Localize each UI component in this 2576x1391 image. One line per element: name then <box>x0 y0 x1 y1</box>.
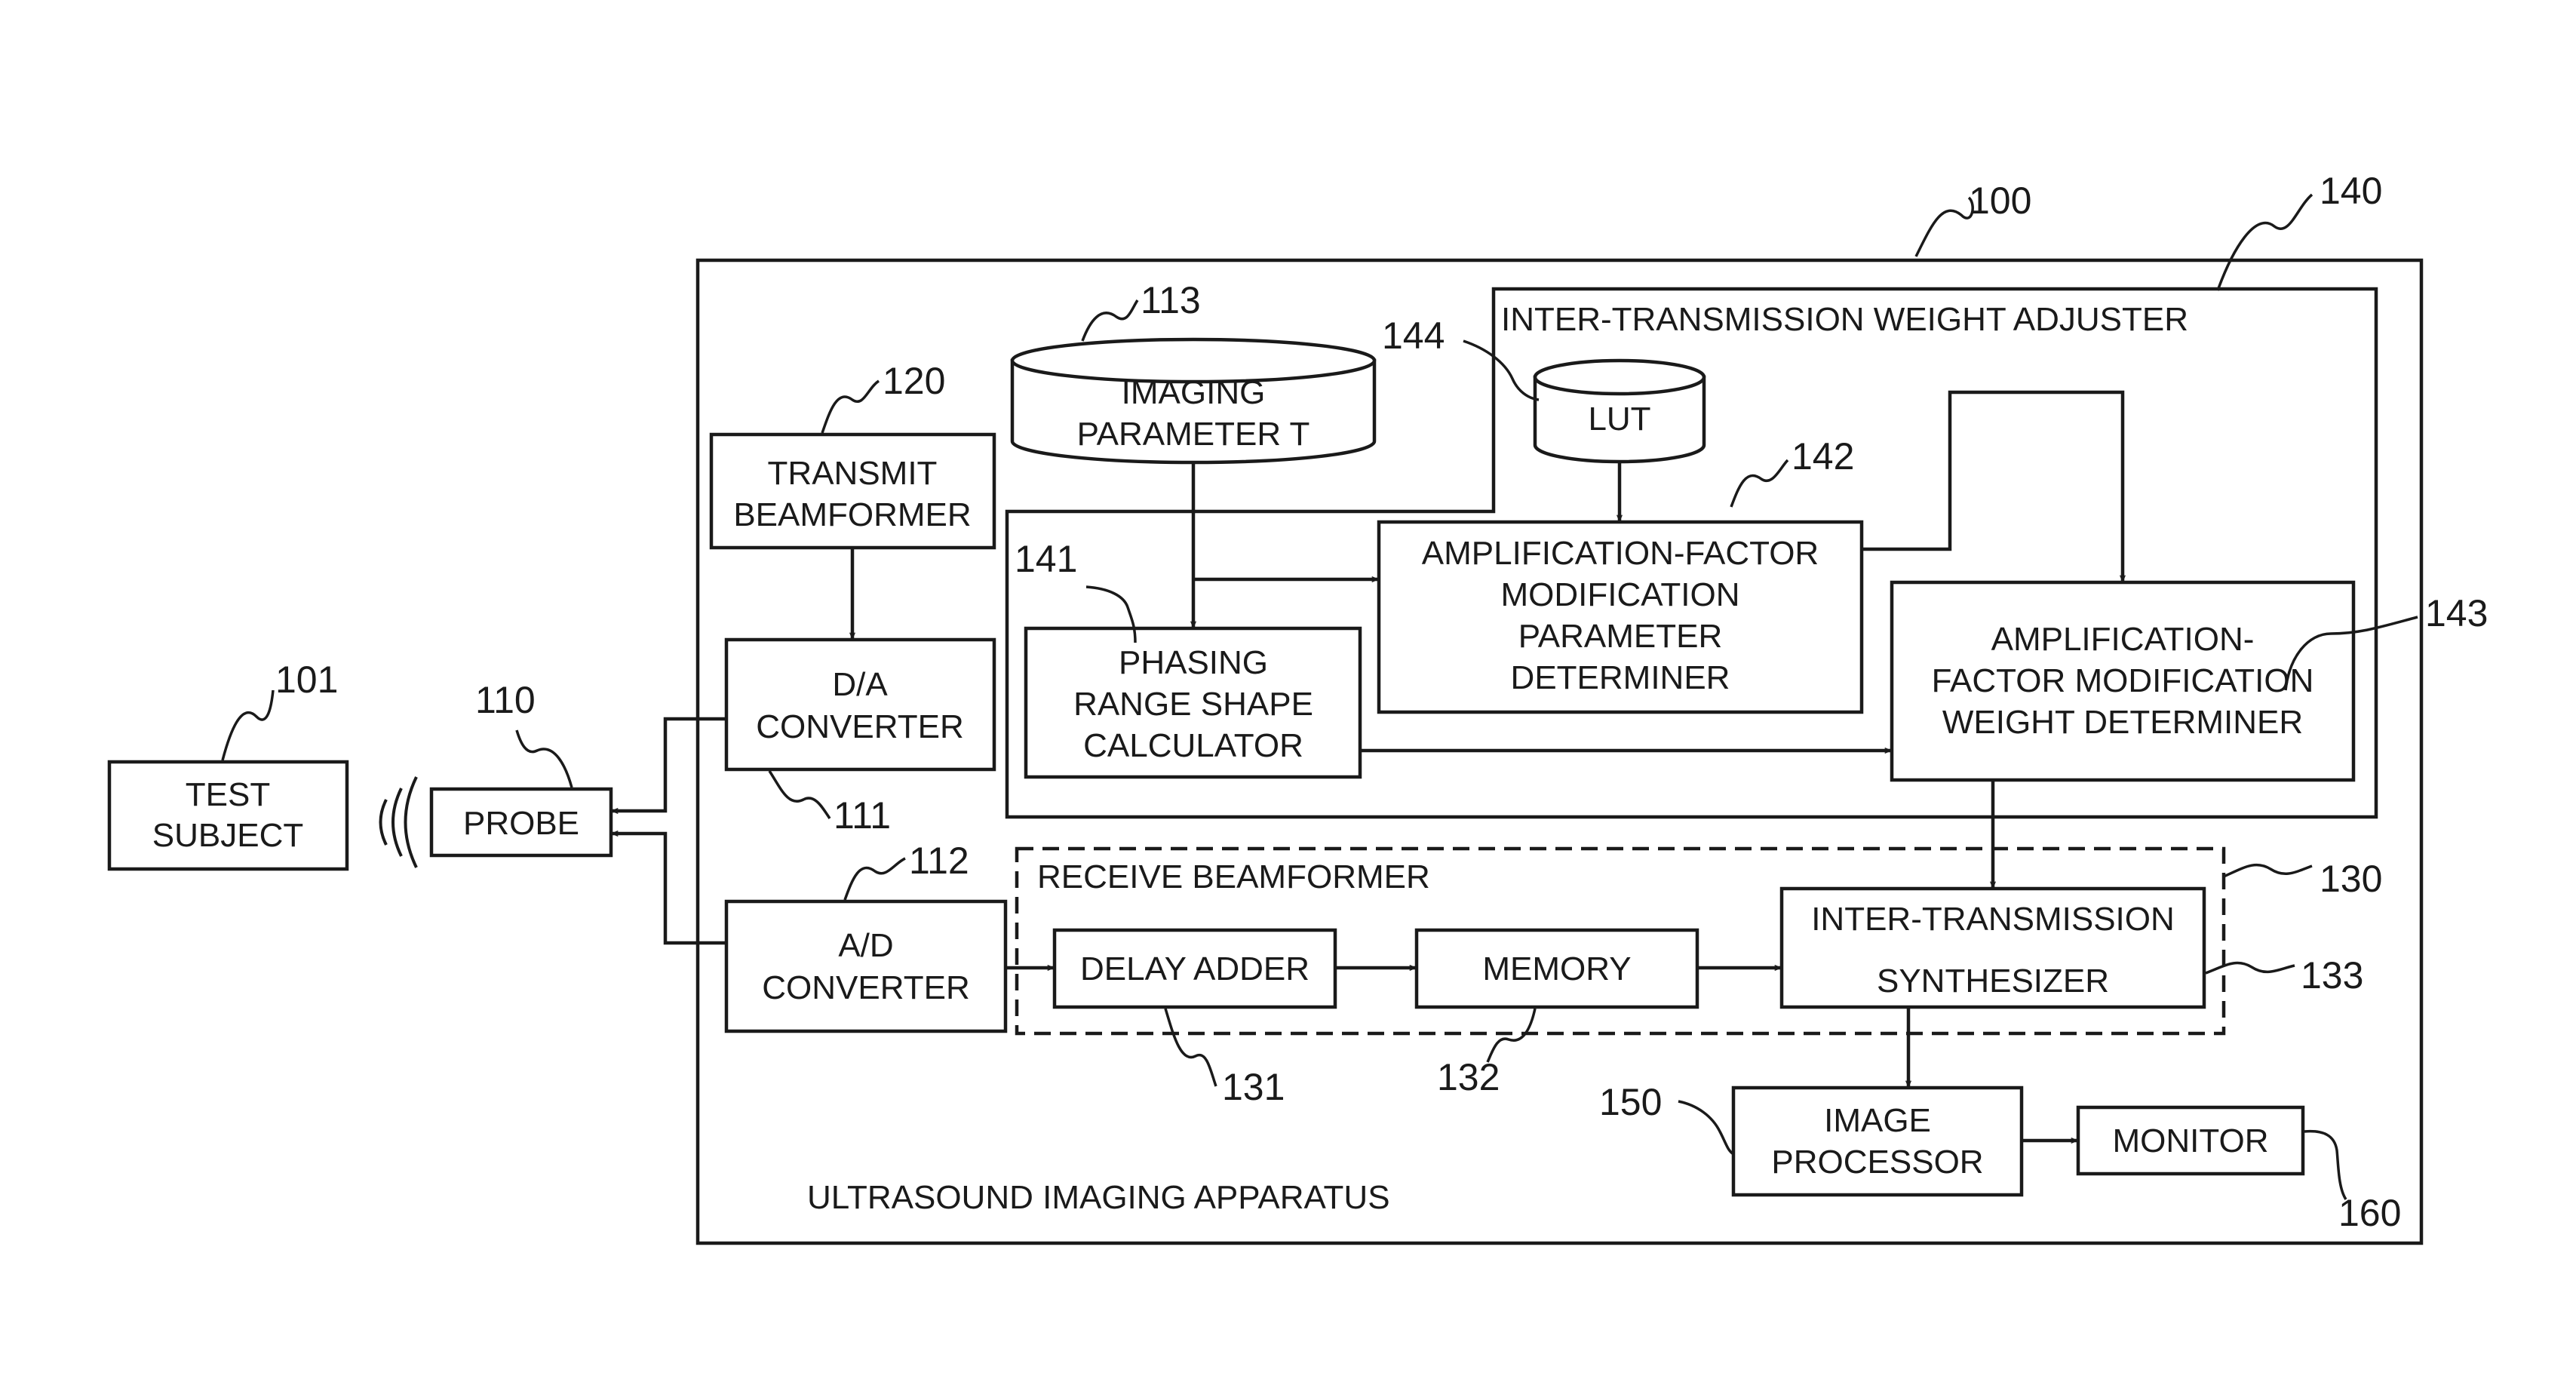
ref-160: 160 <box>2338 1192 2401 1234</box>
leader-101 <box>223 690 273 760</box>
leader-150 <box>1678 1101 1733 1154</box>
weight-determiner-line3: WEIGHT DETERMINER <box>1942 704 2303 741</box>
da-converter-line1: D/A <box>832 666 888 703</box>
ref-142: 142 <box>1792 435 1854 477</box>
ref-132: 132 <box>1437 1056 1500 1098</box>
test-subject-line1: TEST <box>186 776 270 813</box>
param-determiner-line3: PARAMETER <box>1518 618 1723 655</box>
da-converter-box <box>726 640 994 769</box>
transmit-beamformer-line2: BEAMFORMER <box>733 496 971 533</box>
leader-130 <box>2224 865 2312 877</box>
param-determiner-line4: DETERMINER <box>1511 659 1730 696</box>
synthesizer-line1: INTER-TRANSMISSION <box>1811 901 2175 938</box>
ad-converter-line2: CONVERTER <box>762 969 969 1006</box>
image-processor-line2: PROCESSOR <box>1771 1144 1983 1181</box>
ref-150: 150 <box>1599 1081 1662 1123</box>
ref-130: 130 <box>2320 858 2382 900</box>
phasing-range-line3: CALCULATOR <box>1083 727 1303 764</box>
leader-112 <box>845 858 905 900</box>
leader-144 <box>1463 341 1539 400</box>
leader-140 <box>2218 195 2312 290</box>
ref-111: 111 <box>834 794 891 837</box>
ref-120: 120 <box>883 360 945 402</box>
lut-label: LUT <box>1588 401 1650 438</box>
param-determiner-line1: AMPLIFICATION-FACTOR <box>1422 535 1819 572</box>
test-subject-line2: SUBJECT <box>152 817 303 854</box>
phasing-range-line1: PHASING <box>1119 644 1268 681</box>
ref-110: 110 <box>475 679 536 721</box>
ref-141: 141 <box>1015 538 1077 580</box>
ref-113: 113 <box>1141 279 1201 321</box>
ref-112: 112 <box>909 840 969 882</box>
leader-160 <box>2304 1132 2346 1199</box>
ref-101: 101 <box>275 659 338 701</box>
ad-converter-box <box>726 901 1006 1031</box>
synthesizer-line2: SYNTHESIZER <box>1877 963 2109 999</box>
ad-converter-line1: A/D <box>838 927 893 964</box>
leader-142 <box>1731 460 1788 507</box>
monitor-label: MONITOR <box>2113 1122 2269 1159</box>
ref-140: 140 <box>2320 170 2382 212</box>
leader-111 <box>769 771 830 818</box>
leader-100 <box>1916 198 1973 256</box>
imaging-parameter-line2: PARAMETER T <box>1077 416 1310 453</box>
receive-beamformer-label: RECEIVE BEAMFORMER <box>1037 858 1430 895</box>
memory-label: MEMORY <box>1482 950 1631 987</box>
weight-determiner-line2: FACTOR MODIFICATION <box>1932 662 2314 699</box>
weight-adjuster-label: INTER-TRANSMISSION WEIGHT ADJUSTER <box>1501 301 2188 338</box>
ultrasound-wave-icon <box>381 777 417 867</box>
transmit-beamformer-line1: TRANSMIT <box>768 455 938 492</box>
ref-143: 143 <box>2425 592 2488 634</box>
image-processor-line1: IMAGE <box>1824 1102 1931 1139</box>
imaging-parameter-line1: IMAGING <box>1122 374 1266 411</box>
leader-131 <box>1165 1009 1216 1086</box>
delay-adder-label: DELAY ADDER <box>1080 950 1309 987</box>
leader-132 <box>1488 1009 1535 1062</box>
leader-110 <box>517 730 572 788</box>
da-converter-line2: CONVERTER <box>756 708 963 745</box>
leader-133 <box>2206 963 2295 973</box>
leader-113 <box>1082 300 1138 341</box>
weight-determiner-line1: AMPLIFICATION- <box>1991 621 2255 658</box>
ref-100: 100 <box>1969 180 2031 222</box>
phasing-range-line2: RANGE SHAPE <box>1073 686 1313 723</box>
ref-133: 133 <box>2301 954 2363 996</box>
ref-131: 131 <box>1222 1066 1285 1108</box>
param-determiner-line2: MODIFICATION <box>1501 576 1740 613</box>
leader-120 <box>822 381 879 433</box>
probe-label: PROBE <box>463 805 579 842</box>
apparatus-label: ULTRASOUND IMAGING APPARATUS <box>807 1179 1390 1216</box>
ref-144: 144 <box>1382 315 1445 357</box>
